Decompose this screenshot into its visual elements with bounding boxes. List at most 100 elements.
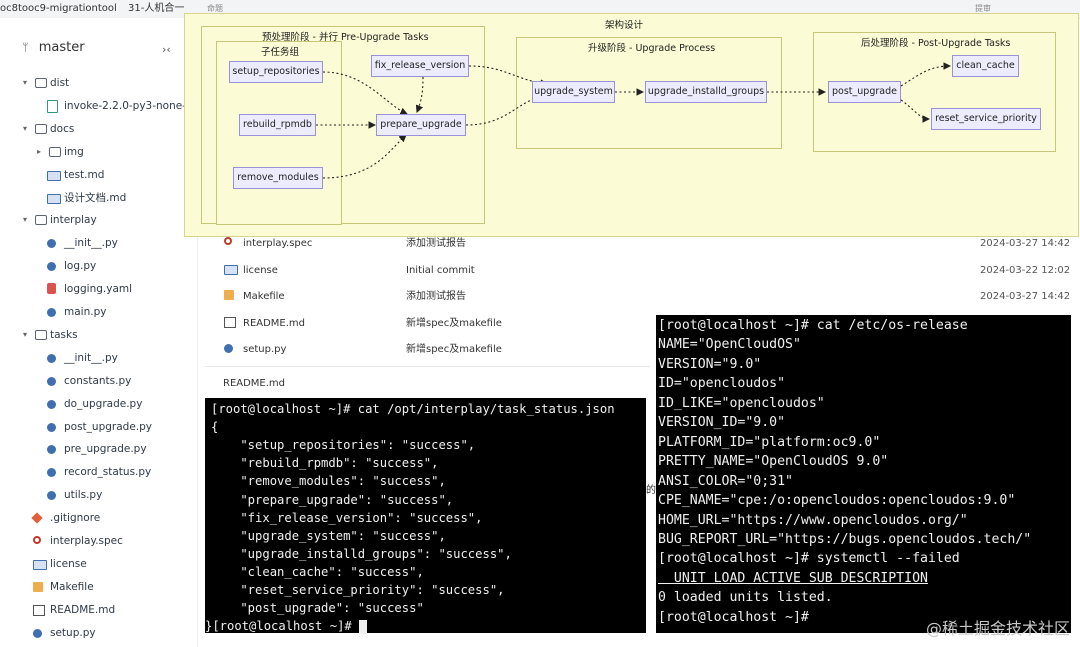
- tree-file[interactable]: __init__.py: [0, 232, 197, 254]
- commit-message: 添加测试报告: [406, 238, 466, 249]
- node-upgrade-system[interactable]: upgrade_system: [532, 81, 615, 103]
- node-upgrade-installd-groups[interactable]: upgrade_installd_groups: [645, 81, 767, 103]
- tree-item-label: test.md: [64, 168, 105, 181]
- makefile-icon: [33, 581, 43, 592]
- tree-file[interactable]: pre_upgrade.py: [0, 438, 197, 460]
- node-remove-modules[interactable]: remove_modules: [233, 167, 323, 189]
- python-file-icon: [47, 422, 56, 432]
- tab-small-1[interactable]: 命题: [207, 4, 223, 13]
- tree-file[interactable]: constants.py: [0, 370, 197, 392]
- python-file-icon: [47, 353, 56, 363]
- terminal-task-status[interactable]: [root@localhost ~]# cat /opt/interplay/t…: [205, 398, 646, 634]
- terminal-line: [root@localhost ~]# cat /opt/interplay/t…: [211, 402, 615, 416]
- commit-message: 添加测试报告: [406, 291, 466, 303]
- terminal-line: VERSION_ID="9.0": [658, 415, 786, 431]
- tree-file[interactable]: setup.py: [0, 622, 197, 644]
- terminal-line: "setup_repositories": "success",: [211, 438, 476, 453]
- node-prepare-upgrade[interactable]: prepare_upgrade: [376, 114, 466, 136]
- terminal-prompt: }[root@localhost ~]#: [205, 619, 360, 634]
- tree-file[interactable]: invoke-2.2.0-py3-none-a...: [0, 95, 202, 117]
- git-icon: [31, 512, 43, 524]
- tree-file[interactable]: interplay.spec: [0, 530, 197, 552]
- tree-file[interactable]: main.py: [0, 301, 197, 323]
- tree-file[interactable]: Makefile: [0, 576, 197, 598]
- terminal-line: CPE_NAME="cpe:/o:opencloudos:opencloudos…: [658, 493, 1016, 509]
- tree-file[interactable]: do_upgrade.py: [0, 393, 197, 415]
- file-name[interactable]: setup.py: [243, 344, 287, 356]
- terminal-line: ID="opencloudos": [658, 376, 786, 392]
- branch-icon: ᛘ: [22, 41, 29, 54]
- tree-file[interactable]: log.py: [0, 255, 197, 277]
- file-name[interactable]: license: [243, 264, 278, 276]
- branch-selector[interactable]: ᛘ master: [22, 40, 85, 55]
- python-file-icon: [47, 445, 56, 455]
- tab-workspace[interactable]: 31-人机合一: [128, 3, 185, 14]
- terminal-line: [root@localhost ~]# systemctl --failed: [658, 551, 960, 567]
- node-fix-release-version[interactable]: fix_release_version: [371, 55, 469, 77]
- node-rebuild-rpmdb[interactable]: rebuild_rpmdb: [239, 114, 316, 136]
- tree-file[interactable]: record_status.py: [0, 461, 197, 483]
- tree-folder[interactable]: ▾tasks: [0, 324, 197, 346]
- tree-folder[interactable]: ▸img: [0, 141, 197, 163]
- tree-item-label: dist: [50, 77, 70, 89]
- tree-item-label: interplay: [50, 214, 97, 227]
- tree-item-label: main.py: [64, 306, 107, 318]
- chevron-right-icon[interactable]: ▸: [36, 146, 41, 156]
- python-file-icon: [33, 628, 42, 638]
- terminal-line: PLATFORM_ID="platform:oc9.0": [658, 434, 881, 450]
- tree-file[interactable]: post_upgrade.py: [0, 416, 197, 438]
- terminal-line: 0 loaded units listed.: [658, 590, 833, 606]
- terminal-line: "upgrade_system": "success",: [211, 528, 446, 543]
- tree-file[interactable]: README.md: [0, 599, 197, 621]
- diagram-title: 架构设计: [605, 20, 644, 31]
- tab-small-2[interactable]: 提审: [975, 4, 991, 13]
- chevron-down-icon[interactable]: ▾: [22, 215, 27, 225]
- python-file-icon: [47, 491, 56, 501]
- tree-file[interactable]: logging.yaml: [0, 278, 197, 300]
- file-name[interactable]: Makefile: [243, 291, 285, 303]
- terminal-line: "post_upgrade": "success": [211, 601, 424, 616]
- node-clean-cache[interactable]: clean_cache: [952, 55, 1019, 77]
- tab-project[interactable]: oc8tooc9-migrationtool: [0, 3, 117, 14]
- tree-file[interactable]: test.md: [0, 164, 197, 186]
- terminal-line: "clean_cache": "success",: [211, 564, 424, 579]
- terminal-line: NAME="OpenCloudOS": [658, 337, 801, 353]
- file-icon: [47, 99, 58, 113]
- tree-folder[interactable]: ▾ dist: [0, 72, 197, 94]
- edge-post-reset: [900, 99, 931, 123]
- python-file-icon: [47, 399, 56, 409]
- node-post-upgrade[interactable]: post_upgrade: [828, 81, 901, 103]
- node-setup-repositories[interactable]: setup_repositories: [229, 61, 323, 83]
- tree-file[interactable]: 设计文档.md: [0, 187, 197, 209]
- tree-file[interactable]: __init__.py: [0, 347, 197, 369]
- tree-file[interactable]: license: [0, 553, 197, 575]
- file-name[interactable]: interplay.spec: [243, 238, 313, 249]
- tree-folder[interactable]: ▾docs: [0, 118, 197, 140]
- edge-post-clean: [900, 62, 952, 87]
- collapse-sidebar-icon[interactable]: ›‹: [162, 43, 171, 56]
- markdown-file-icon: [47, 193, 61, 204]
- terminal-line: "prepare_upgrade": "success",: [211, 492, 454, 507]
- tree-item-label: setup.py: [50, 626, 96, 639]
- spec-file-icon: [224, 237, 232, 245]
- terminal-line: {: [211, 420, 219, 435]
- tree-folder[interactable]: ▾ interplay: [0, 209, 197, 231]
- tree-file[interactable]: .gitignore: [0, 507, 197, 529]
- python-file-icon: [224, 344, 233, 354]
- file-name[interactable]: README.md: [243, 317, 306, 329]
- chevron-down-icon[interactable]: ▾: [22, 329, 27, 339]
- chevron-down-icon[interactable]: ▾: [22, 78, 27, 87]
- chevron-down-icon[interactable]: ▾: [22, 123, 27, 133]
- tree-item-label: record_status.py: [64, 466, 152, 479]
- node-reset-service-priority[interactable]: reset_service_priority: [931, 108, 1041, 130]
- tree-file[interactable]: utils.py: [0, 484, 197, 506]
- tree-item-label: __init__.py: [64, 237, 118, 250]
- terminal-line: "remove_modules": "success",: [211, 474, 446, 489]
- yaml-file-icon: [47, 283, 56, 295]
